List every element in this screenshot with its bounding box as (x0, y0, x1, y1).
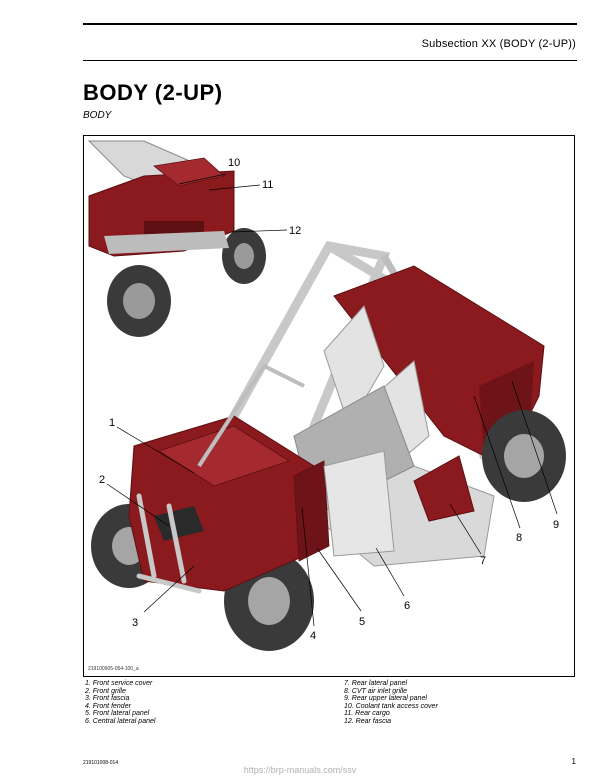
subsection-header: Subsection XX (BODY (2-UP)) (421, 38, 576, 50)
legend-item: 6. Central lateral panel (85, 717, 156, 725)
callout-1: 1 (109, 417, 115, 429)
legend-item: 9. Rear upper lateral panel (344, 695, 427, 703)
legend-item: 4. Front fender (85, 702, 131, 710)
coolant-cover-shape (153, 157, 225, 187)
page-subtitle: BODY (83, 110, 112, 121)
vehicle-figure: 10 11 12 1 2 3 4 5 6 7 8 9 219100905-054… (83, 135, 575, 677)
callout-12: 12 (289, 225, 301, 237)
page-title: BODY (2-UP) (83, 80, 223, 105)
callout-5: 5 (359, 616, 365, 628)
legend-item: 8. CVT air inlet grille (344, 687, 408, 695)
legend-item: 1. Front service cover (85, 680, 153, 687)
callout-2: 2 (99, 474, 105, 486)
rear-lateral-panel-shape (413, 455, 475, 522)
legend-right: 7. Rear lateral panel 8. CVT air inlet g… (344, 680, 438, 726)
rear-cargo-shape (144, 221, 204, 235)
callout-8: 8 (516, 532, 522, 544)
document-code: 219101008-014 (83, 760, 119, 766)
callout-4: 4 (310, 630, 316, 642)
legend-item: 2. Front grille (85, 687, 126, 695)
legend-left: 1. Front service cover 2. Front grille 3… (85, 680, 155, 726)
callout-6: 6 (404, 600, 410, 612)
front-bumper (136, 493, 202, 594)
vehicle-illustration: 10 11 12 1 2 3 4 5 6 7 8 9 (87, 140, 566, 651)
front-fender-shape (293, 460, 330, 562)
header-rule (83, 23, 577, 25)
front-service-cover-shape (158, 425, 290, 487)
seat-left (323, 305, 385, 428)
front-grille-shape (154, 506, 204, 541)
main-vehicle (91, 240, 566, 651)
source-url-link[interactable]: https://brp-manuals.com/ssv (243, 765, 357, 775)
leader-lines (106, 173, 558, 627)
legend-item: 3. Front fascia (85, 695, 130, 703)
figure-code: 219100905-054-100_a (88, 666, 139, 672)
front-lateral-panel-shape (323, 450, 395, 557)
callout-10: 10 (228, 157, 240, 169)
callout-7: 7 (480, 555, 486, 567)
legend-item: 10. Coolant tank access cover (344, 702, 438, 710)
callout-9: 9 (553, 519, 559, 531)
callout-11: 11 (262, 179, 273, 191)
rear-view-inset (87, 140, 266, 337)
legend-item: 11. Rear cargo (344, 710, 390, 718)
legend-item: 7. Rear lateral panel (344, 680, 408, 687)
legend-item: 5. Front lateral panel (85, 710, 150, 718)
page-number: 1 (571, 757, 576, 766)
callout-numbers: 10 11 12 1 2 3 4 5 6 7 8 9 (99, 157, 559, 642)
legend-item: 12. Rear fascia (344, 717, 392, 725)
title-rule (83, 60, 577, 61)
callout-3: 3 (132, 617, 138, 629)
